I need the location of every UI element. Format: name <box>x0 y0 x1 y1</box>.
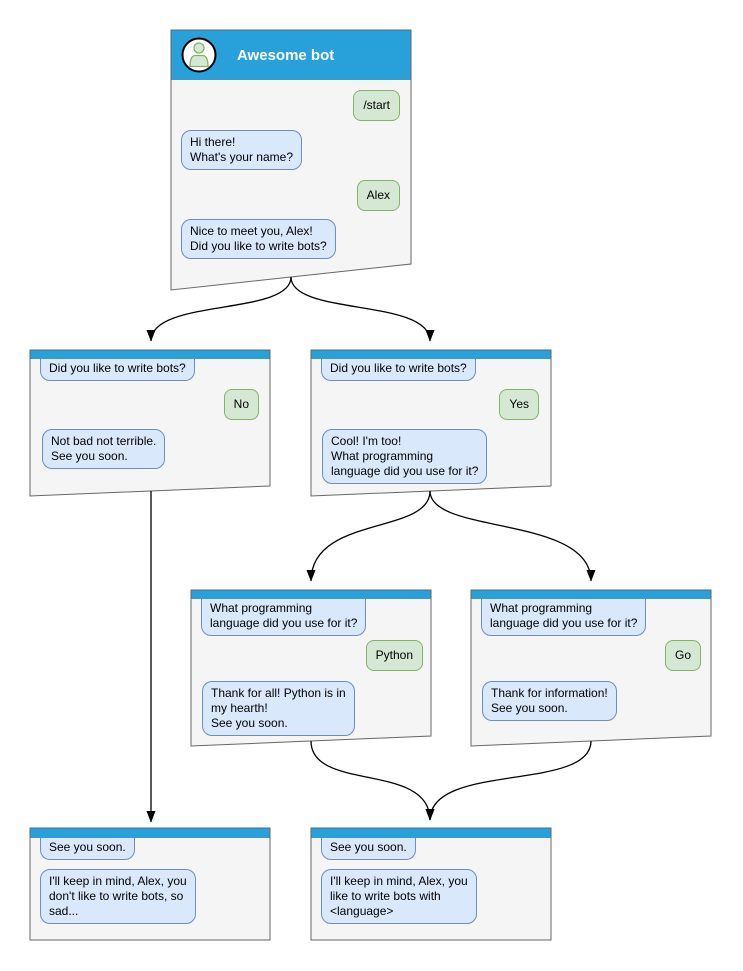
bot-message-bubble: Cool! I'm too! What programming language… <box>322 429 488 484</box>
bot-message-bubble: What programming language did you use fo… <box>201 599 367 636</box>
user-message-bubble: /start <box>353 90 400 121</box>
main-window-header: Awesome bot <box>171 30 411 80</box>
user-message-bubble: Python <box>365 640 423 671</box>
arrow-yes-to-python-branch <box>306 490 431 582</box>
arrow-go-to-end <box>425 740 592 821</box>
bot-message-bubble: I'll keep in mind, Alex, you like to wri… <box>321 869 477 924</box>
bot-message-bubble: Nice to meet you, Alex! Did you like to … <box>181 219 336 259</box>
yes-branch-titlebar <box>311 350 551 359</box>
bot-message-bubble: Did you like to write bots? <box>40 359 195 381</box>
arrow-python-to-end <box>310 740 435 821</box>
user-message-bubble: Yes <box>499 389 539 420</box>
bot-message-bubble: Did you like to write bots? <box>321 359 476 381</box>
no-branch-titlebar <box>30 350 270 359</box>
bot-message-bubble: See you soon. <box>321 838 416 860</box>
bot-message-bubble: See you soon. <box>40 838 135 860</box>
bot-message-bubble: Thank for information! See you soon. <box>482 681 617 721</box>
main-window-title: Awesome bot <box>237 46 335 64</box>
arrow-yes-to-go-branch <box>429 490 596 582</box>
user-message-bubble: Go <box>664 640 701 671</box>
bot-message-bubble: Not bad not terrible. See you soon. <box>42 429 166 469</box>
bot-message-bubble: Hi there! What's your name? <box>181 130 303 170</box>
user-message-bubble: Alex <box>356 180 400 211</box>
bot-message-bubble: What programming language did you use fo… <box>481 599 647 636</box>
bot-message-bubble: I'll keep in mind, Alex, you don't like … <box>40 869 196 924</box>
arrow-main-to-no-branch <box>146 276 292 342</box>
end-yes-titlebar <box>311 828 551 838</box>
arrow-main-to-yes-branch <box>290 276 435 342</box>
python-branch-titlebar <box>191 590 431 599</box>
user-message-bubble: No <box>223 389 259 420</box>
bot-message-bubble: Thank for all! Python is in my hearth! S… <box>202 681 355 736</box>
bot-avatar-person-icon <box>181 37 217 73</box>
end-no-titlebar <box>30 828 270 838</box>
go-branch-titlebar <box>471 590 711 599</box>
